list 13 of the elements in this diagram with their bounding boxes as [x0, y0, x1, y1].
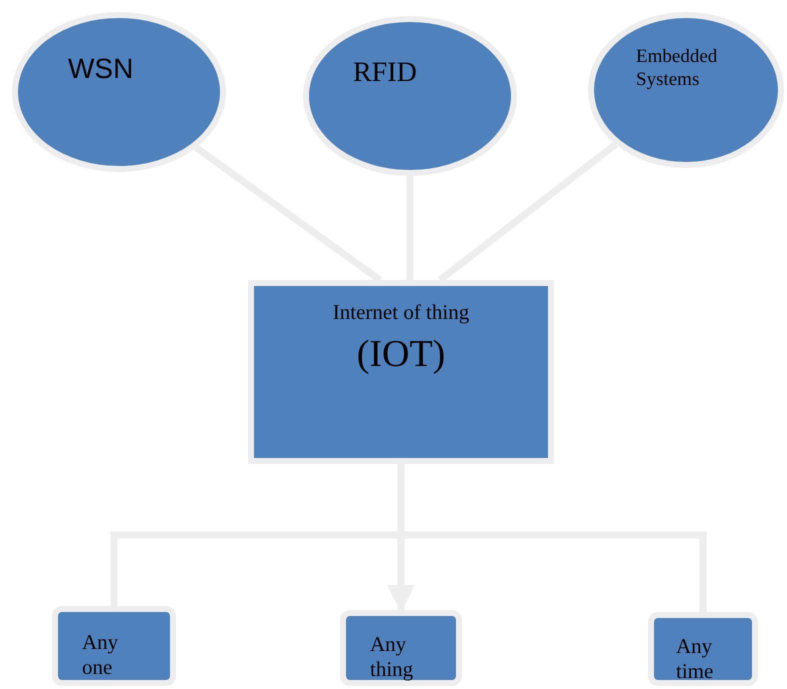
- process-box: [648, 612, 758, 686]
- process-box: [52, 606, 176, 686]
- node-label: Embedded Systems: [636, 46, 718, 92]
- node-label: RFID: [353, 56, 417, 90]
- process-box: [340, 610, 462, 686]
- node-label: Internet of thing: [332, 300, 470, 326]
- node-label: Any one: [82, 630, 120, 680]
- node-subtitle: (IOT): [356, 332, 446, 377]
- node-label: Any thing: [370, 632, 414, 682]
- node-label: Any time: [676, 634, 714, 684]
- connector-line: [438, 142, 618, 283]
- process-box: [248, 280, 554, 464]
- node-label: WSN: [68, 52, 134, 86]
